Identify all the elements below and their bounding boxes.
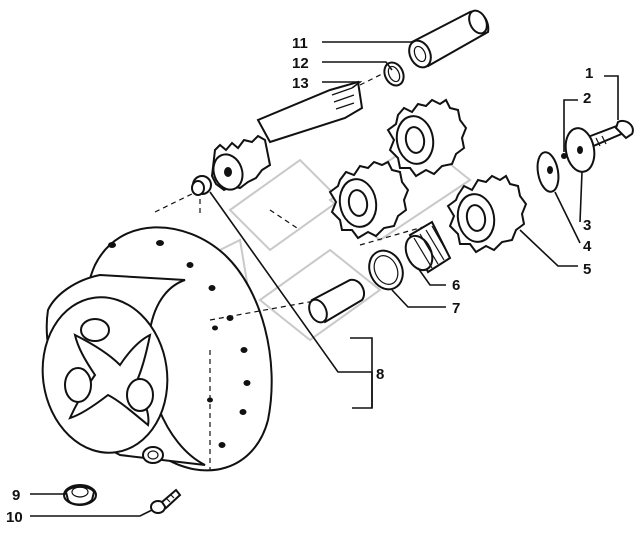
part-4-lock-plate <box>536 151 560 193</box>
callout-6: 6 <box>452 277 460 294</box>
planet-gear-right <box>446 174 528 254</box>
planet-gear-top <box>386 98 468 178</box>
part-13-pinion-shaft <box>191 80 364 196</box>
callout-4: 4 <box>583 238 592 255</box>
part-11-sleeve <box>408 9 490 69</box>
hub-housing <box>41 226 273 472</box>
callout-labels: 1 2 3 4 5 6 7 8 9 10 11 12 13 <box>6 35 593 526</box>
part-9-drain-plug <box>63 484 97 506</box>
part-8-planet-pin <box>308 278 366 324</box>
callout-11: 11 <box>292 35 308 52</box>
callout-1: 1 <box>585 65 593 82</box>
planet-gear-left <box>328 160 410 240</box>
callout-8: 8 <box>376 366 384 383</box>
callout-9: 9 <box>12 487 20 504</box>
callout-12: 12 <box>292 55 309 72</box>
callout-7: 7 <box>452 300 460 317</box>
part-3-washer <box>564 127 596 173</box>
part-12-snap-ring <box>383 61 405 87</box>
callout-10: 10 <box>6 509 23 526</box>
part-7-thrust-ring <box>368 249 404 291</box>
leader-lines <box>30 41 619 517</box>
callout-5: 5 <box>583 261 591 278</box>
callout-3: 3 <box>583 217 591 234</box>
part-10-screw <box>150 488 182 514</box>
part-2-pin <box>561 153 567 159</box>
callout-13: 13 <box>292 75 309 92</box>
part-6-needle-bearing <box>404 220 452 274</box>
callout-2: 2 <box>583 90 591 107</box>
